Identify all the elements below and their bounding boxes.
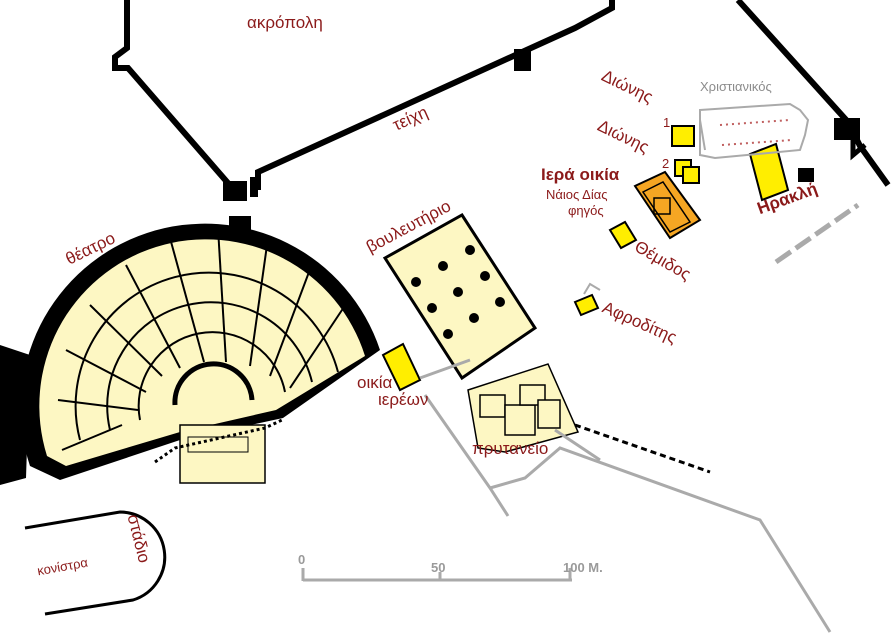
label-oikia: οικία bbox=[357, 373, 393, 392]
label-dione2-num: 2 bbox=[662, 156, 670, 171]
label-naos-dias: Νάιος Δίας bbox=[546, 187, 608, 202]
label-prytaneio: πρυτανείο bbox=[472, 439, 549, 458]
themidos-temple bbox=[608, 220, 638, 250]
dione1-temple bbox=[671, 125, 695, 147]
scale-bar bbox=[301, 568, 572, 582]
label-hiera-oikia: Ιερά οικία bbox=[541, 165, 620, 184]
scale-label-50: 50 bbox=[431, 560, 446, 575]
gate bbox=[850, 140, 867, 161]
theatre bbox=[0, 223, 381, 485]
label-iereon: ιερέων bbox=[378, 390, 429, 409]
scale-label-0: 0 bbox=[298, 552, 306, 567]
bouleuterio bbox=[382, 213, 538, 381]
label-fegos: φηγός bbox=[568, 203, 604, 218]
priests-house bbox=[381, 342, 422, 392]
grey-dashed-wall bbox=[774, 202, 860, 265]
label-acropolis: ακρόπολη bbox=[247, 13, 323, 32]
christian-basilica bbox=[699, 102, 810, 160]
dashed-wall bbox=[574, 423, 711, 474]
stadium bbox=[24, 510, 167, 616]
sanctuary bbox=[573, 125, 814, 317]
afroditis-temple bbox=[573, 293, 600, 317]
wall-towers bbox=[223, 49, 860, 230]
scale-label-100: 100 M. bbox=[563, 560, 603, 575]
dione2-temple bbox=[682, 166, 700, 184]
label-christian: Χριστιανικός bbox=[700, 79, 772, 94]
prytaneio bbox=[467, 363, 580, 453]
label-dione1-num: 1 bbox=[663, 115, 671, 130]
paths bbox=[419, 358, 832, 633]
herakli-temple bbox=[748, 142, 790, 202]
